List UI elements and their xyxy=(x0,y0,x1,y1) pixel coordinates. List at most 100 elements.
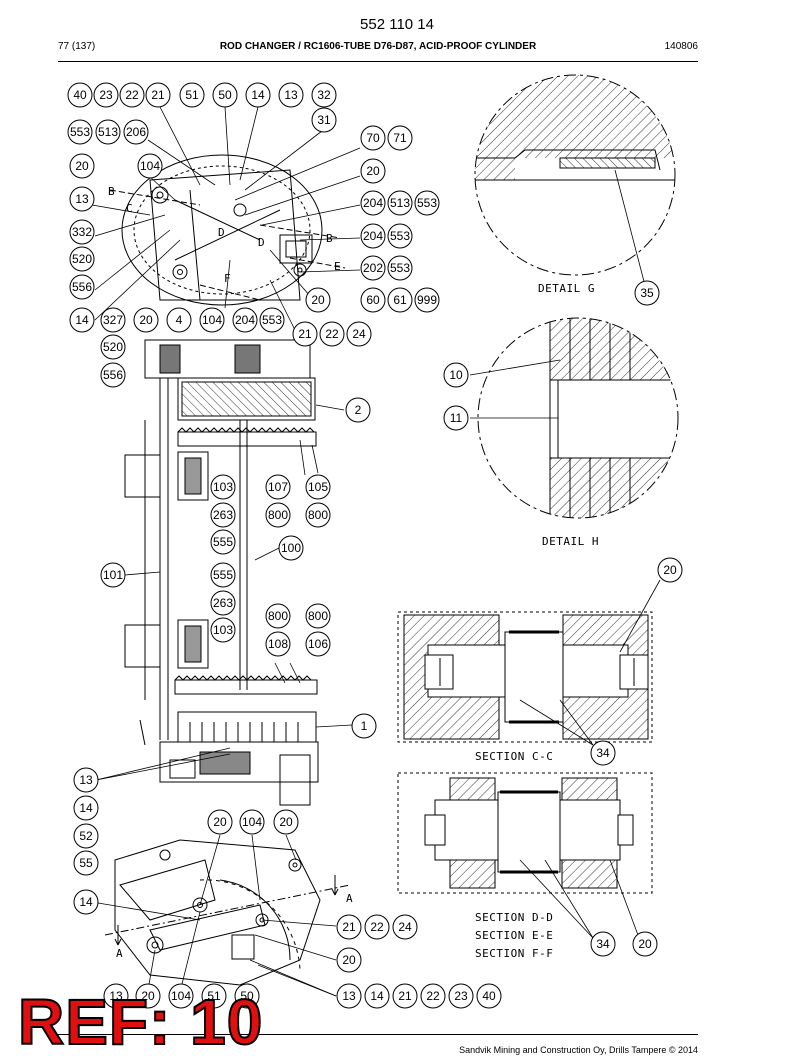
svg-text:51: 51 xyxy=(207,989,221,1003)
svg-text:13: 13 xyxy=(79,773,93,787)
balloon-4: 4 xyxy=(166,307,192,333)
balloon-513: 513 xyxy=(387,190,413,216)
svg-text:23: 23 xyxy=(454,989,468,1003)
balloon-100: 100 xyxy=(278,535,304,561)
balloon-71: 71 xyxy=(387,125,413,151)
svg-text:106: 106 xyxy=(308,637,328,651)
balloon-20: 20 xyxy=(657,557,683,583)
balloon-20: 20 xyxy=(273,809,299,835)
balloon-22: 22 xyxy=(319,321,345,347)
balloon-23: 23 xyxy=(93,82,119,108)
svg-text:263: 263 xyxy=(213,596,233,610)
view-letter-c: C xyxy=(126,202,133,215)
balloon-104: 104 xyxy=(137,153,163,179)
balloon-332: 332 xyxy=(69,219,95,245)
balloon-51: 51 xyxy=(179,82,205,108)
balloon-10: 10 xyxy=(443,362,469,388)
balloon-21: 21 xyxy=(145,82,171,108)
svg-text:1: 1 xyxy=(361,719,368,733)
balloon-800: 800 xyxy=(265,502,291,528)
svg-text:32: 32 xyxy=(317,88,331,102)
svg-text:71: 71 xyxy=(393,131,407,145)
balloon-13: 13 xyxy=(278,82,304,108)
section-ff-caption: SECTION F-F xyxy=(475,947,553,960)
balloon-31: 31 xyxy=(311,107,337,133)
view-letter-e: E xyxy=(334,260,341,273)
svg-text:20: 20 xyxy=(213,815,227,829)
balloon-20: 20 xyxy=(632,931,658,957)
svg-text:327: 327 xyxy=(103,313,123,327)
balloon-553: 553 xyxy=(387,255,413,281)
svg-text:20: 20 xyxy=(139,313,153,327)
balloon-14: 14 xyxy=(73,889,99,915)
balloon-103: 103 xyxy=(210,474,236,500)
balloon-108: 108 xyxy=(265,631,291,657)
view-letter-a-left: A xyxy=(116,947,123,960)
detail-g-caption: DETAIL G xyxy=(538,282,595,295)
balloon-800: 800 xyxy=(265,603,291,629)
footer-copyright: Sandvik Mining and Construction Oy, Dril… xyxy=(459,1045,698,1055)
svg-text:101: 101 xyxy=(103,568,123,582)
balloon-520: 520 xyxy=(100,334,126,360)
svg-text:513: 513 xyxy=(390,196,410,210)
view-letter-a-right: A xyxy=(346,892,353,905)
section-dd-caption: SECTION D-D xyxy=(475,911,553,924)
svg-text:13: 13 xyxy=(284,88,298,102)
svg-text:20: 20 xyxy=(342,953,356,967)
balloon-60: 60 xyxy=(360,287,386,313)
balloon-263: 263 xyxy=(210,502,236,528)
svg-text:104: 104 xyxy=(171,989,191,1003)
balloon-23: 23 xyxy=(448,983,474,1009)
svg-text:104: 104 xyxy=(202,313,222,327)
balloon-13: 13 xyxy=(69,186,95,212)
svg-text:22: 22 xyxy=(125,88,139,102)
bottom-assembly-view xyxy=(104,839,351,986)
svg-text:22: 22 xyxy=(370,920,384,934)
svg-text:332: 332 xyxy=(72,225,92,239)
svg-text:34: 34 xyxy=(596,746,610,760)
svg-text:202: 202 xyxy=(363,261,383,275)
balloon-105: 105 xyxy=(305,474,331,500)
svg-text:100: 100 xyxy=(281,541,301,555)
balloon-553: 553 xyxy=(67,119,93,145)
footer-rule xyxy=(58,1034,698,1035)
balloon-104: 104 xyxy=(168,983,194,1009)
balloon-34: 34 xyxy=(590,740,616,766)
balloon-70: 70 xyxy=(360,125,386,151)
balloon-20: 20 xyxy=(133,307,159,333)
section-c-c xyxy=(397,611,653,743)
svg-text:13: 13 xyxy=(75,192,89,206)
svg-text:22: 22 xyxy=(426,989,440,1003)
balloon-40: 40 xyxy=(67,82,93,108)
balloon-204: 204 xyxy=(360,190,386,216)
reference-stamp: REF: 10 xyxy=(17,985,264,1059)
balloon-513: 513 xyxy=(95,119,121,145)
svg-text:14: 14 xyxy=(251,88,265,102)
balloon-55: 55 xyxy=(73,850,99,876)
balloon-2: 2 xyxy=(345,397,371,423)
svg-text:555: 555 xyxy=(213,535,233,549)
svg-text:20: 20 xyxy=(663,563,677,577)
view-letter-b-right: B xyxy=(326,232,333,245)
svg-text:2: 2 xyxy=(355,403,362,417)
balloon-20: 20 xyxy=(135,983,161,1009)
balloon-14: 14 xyxy=(69,307,95,333)
svg-text:52: 52 xyxy=(79,829,93,843)
detail-h-caption: DETAIL H xyxy=(542,535,599,548)
balloon-14: 14 xyxy=(364,983,390,1009)
svg-text:70: 70 xyxy=(366,131,380,145)
svg-text:104: 104 xyxy=(140,159,160,173)
balloon-50: 50 xyxy=(234,983,260,1009)
balloon-263: 263 xyxy=(210,590,236,616)
balloon-40: 40 xyxy=(476,983,502,1009)
balloon-204: 204 xyxy=(360,223,386,249)
svg-text:520: 520 xyxy=(103,340,123,354)
view-letter-d-right: D xyxy=(258,236,265,249)
svg-text:14: 14 xyxy=(79,895,93,909)
svg-text:4: 4 xyxy=(176,313,183,327)
svg-text:34: 34 xyxy=(596,937,610,951)
svg-text:14: 14 xyxy=(370,989,384,1003)
svg-text:40: 40 xyxy=(482,989,496,1003)
balloon-22: 22 xyxy=(119,82,145,108)
